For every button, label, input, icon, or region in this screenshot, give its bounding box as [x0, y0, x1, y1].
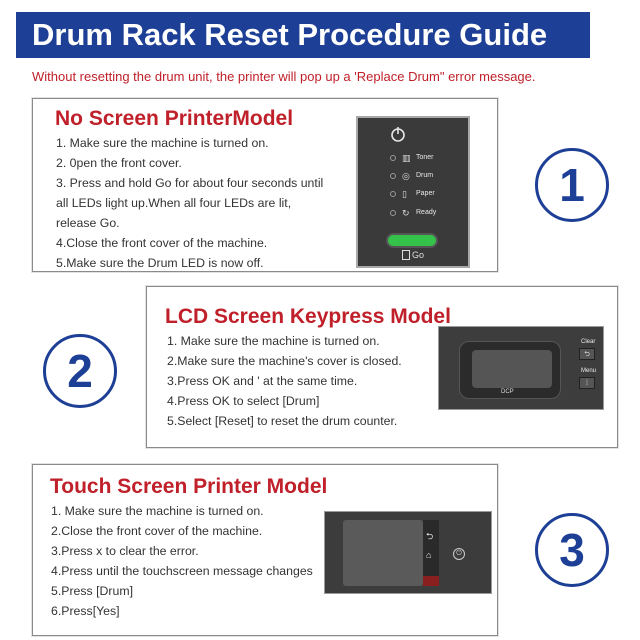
step-item: 2. 0pen the front cover.	[56, 156, 182, 170]
clear-label: Clear	[581, 339, 596, 345]
power-icon	[391, 127, 405, 142]
back-icon[interactable]: ⮌	[426, 531, 434, 541]
led-indicator	[390, 210, 396, 216]
go-label: Go	[402, 250, 424, 260]
step-item: 6.Press[Yes]	[51, 604, 120, 618]
warning-message: Without resetting the drum unit, the pri…	[32, 69, 536, 84]
page-banner: Drum Rack Reset Procedure Guide	[16, 12, 590, 58]
toner-icon: ▥	[402, 153, 411, 163]
step-item: 2.Make sure the machine's cover is close…	[167, 354, 402, 368]
go-button[interactable]	[388, 235, 436, 246]
touch-button-strip: ⮌ ⌂	[423, 520, 439, 586]
step-number-circle: 3	[535, 513, 609, 587]
step-item: release Go.	[56, 216, 120, 230]
steps-list: 1. Make sure the machine is turned on. 2…	[167, 331, 402, 431]
ready-icon: ↻	[402, 208, 410, 218]
led-toner: ▥ Toner	[390, 151, 470, 165]
led-paper: ▯ Paper	[390, 187, 470, 201]
clear-button[interactable]: ⮌	[579, 348, 595, 360]
led-indicator	[390, 173, 396, 179]
menu-label: Menu	[581, 368, 597, 374]
step-item: 4.Press until the touchscreen message ch…	[51, 564, 313, 578]
section-title: Touch Screen Printer Model	[50, 475, 328, 498]
led-indicator	[390, 191, 396, 197]
home-icon[interactable]: ⌂	[426, 550, 432, 560]
led-ready: ↻ Ready	[390, 206, 470, 220]
section-card-touch: Touch Screen Printer Model 1. Make sure …	[32, 464, 498, 636]
go-icon	[402, 250, 410, 260]
step-item: 2.Close the front cover of the machine.	[51, 524, 263, 538]
section-title: LCD Screen Keypress Model	[165, 305, 451, 328]
step-item: 4.Press OK to select [Drum]	[167, 394, 320, 408]
step-number-circle: 1	[535, 148, 609, 222]
led-indicator	[390, 155, 396, 161]
no-screen-control-panel: ▥ Toner ◎ Drum ▯ Paper ↻ Ready Go	[356, 116, 470, 268]
led-drum: ◎ Drum	[390, 169, 470, 183]
cancel-key[interactable]	[423, 576, 439, 586]
steps-list: 1. Make sure the machine is turned on. 2…	[51, 501, 313, 621]
step-item: 3. Press and hold Go for about four seco…	[56, 176, 324, 190]
steps-list: 1. Make sure the machine is turned on. 2…	[56, 133, 323, 273]
lcd-bezel	[459, 341, 561, 399]
step-item: all LEDs light up.When all four LEDs are…	[56, 196, 292, 210]
step-item: 4.Close the front cover of the machine.	[56, 236, 268, 250]
step-number-circle: 2	[43, 334, 117, 408]
lcd-screen	[472, 350, 552, 388]
section-card-lcd: LCD Screen Keypress Model 1. Make sure t…	[146, 286, 618, 448]
menu-icon: ⁞	[586, 380, 588, 387]
step-item: 5.Make sure the Drum LED is now off.	[56, 256, 264, 270]
step-item: 5.Select [Reset] to reset the drum count…	[167, 414, 398, 428]
back-arrow-icon: ⮌	[584, 351, 590, 358]
step-item: 1. Make sure the machine is turned on.	[56, 136, 269, 150]
step-item: 5.Press [Drum]	[51, 584, 133, 598]
section-title: No Screen PrinterModel	[55, 107, 294, 130]
step-item: 1. Make sure the machine is turned on.	[51, 504, 264, 518]
paper-icon: ▯	[402, 189, 407, 199]
brand-label: DCP	[501, 389, 514, 395]
touch-control-panel: ⮌ ⌂ ⏻	[324, 511, 492, 594]
step-item: 3.Press x to clear the error.	[51, 544, 199, 558]
menu-button[interactable]: ⁞	[579, 377, 595, 389]
step-item: 1. Make sure the machine is turned on.	[167, 334, 380, 348]
touch-screen[interactable]	[343, 520, 423, 586]
page-title: Drum Rack Reset Procedure Guide	[32, 17, 548, 52]
step-item: 3.Press OK and ' at the same time.	[167, 374, 358, 388]
lcd-control-panel: DCP Clear ⮌ Menu ⁞	[438, 326, 604, 410]
power-icon[interactable]: ⏻	[453, 548, 465, 560]
drum-icon: ◎	[402, 171, 410, 181]
